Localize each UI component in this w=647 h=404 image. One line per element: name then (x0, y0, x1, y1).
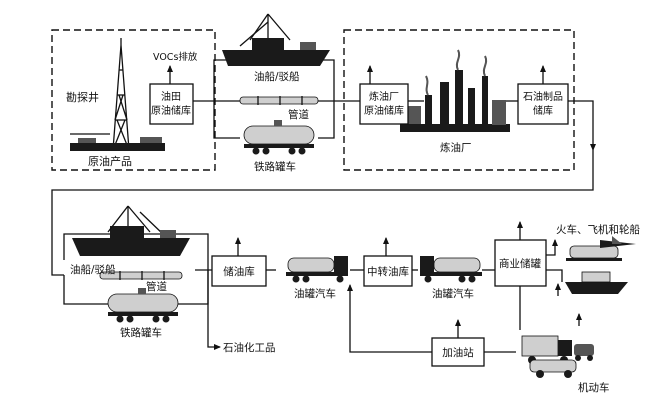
refinery-group-frame (343, 29, 575, 171)
label-exploration-well: 勘探井 (66, 90, 99, 104)
label-product-storage-2: 储库 (533, 104, 553, 117)
drilling-rig-icon (70, 38, 165, 151)
tank-truck-icon-1 (286, 256, 348, 283)
label-gas-station: 加油站 (442, 346, 474, 359)
label-oilfield-storage-1: 油田 (161, 90, 181, 103)
label-tank-truck-1: 油罐汽车 (294, 287, 336, 300)
label-oilfield-storage-2: 原油储库 (151, 104, 191, 117)
label-vocs-emission: VOCs排放 (153, 51, 198, 63)
tank-truck-icon-2 (420, 256, 482, 283)
train-plane-ship-icon (565, 236, 636, 294)
label-motor-vehicle: 机动车 (578, 381, 610, 394)
label-tanker-top: 油船/驳船 (254, 70, 300, 83)
pipeline-icon-top (239, 96, 319, 105)
label-train-plane-ship: 火车、飞机和轮船 (556, 223, 640, 236)
tanker-icon-bottom (72, 205, 190, 256)
oilfield-storage-box (149, 83, 194, 125)
label-refinery: 炼油厂 (440, 141, 472, 154)
commercial-storage-box (494, 239, 547, 287)
emission-arrows (167, 65, 582, 338)
transfer-depot-box (363, 255, 413, 287)
refinery-icon (400, 49, 510, 132)
tanker-icon-top (222, 13, 330, 66)
label-crude-product: 原油产品 (88, 154, 132, 168)
motor-vehicles-icon (521, 335, 594, 378)
label-product-storage-1: 石油制品 (523, 90, 563, 103)
label-transfer-depot: 中转油库 (367, 265, 409, 278)
label-tank-truck-2: 油罐汽车 (432, 287, 474, 300)
refinery-storage-box (359, 83, 409, 125)
label-pipeline-bottom: 管道 (146, 280, 167, 293)
rail-tank-car-icon-bottom (107, 288, 179, 323)
oilfield-group-frame (51, 29, 216, 171)
product-storage-box (517, 83, 569, 125)
label-pipeline-top: 管道 (288, 108, 309, 121)
gas-station-box (431, 337, 485, 367)
label-petrochemicals: 石油化工品 (223, 341, 276, 354)
pipeline-icon-bottom (99, 271, 183, 280)
label-rail-car-bottom: 铁路罐车 (120, 326, 162, 339)
oil-depot-box (211, 255, 267, 287)
label-refinery-storage-1: 炼油厂 (369, 90, 399, 103)
rail-tank-car-icon-top (243, 120, 315, 155)
label-tanker-bottom: 油船/驳船 (70, 263, 116, 276)
label-refinery-storage-2: 原油储库 (364, 104, 404, 117)
label-oil-depot: 储油库 (223, 265, 255, 278)
label-rail-car-top: 铁路罐车 (254, 160, 296, 173)
label-commercial-storage: 商业储罐 (499, 257, 541, 270)
